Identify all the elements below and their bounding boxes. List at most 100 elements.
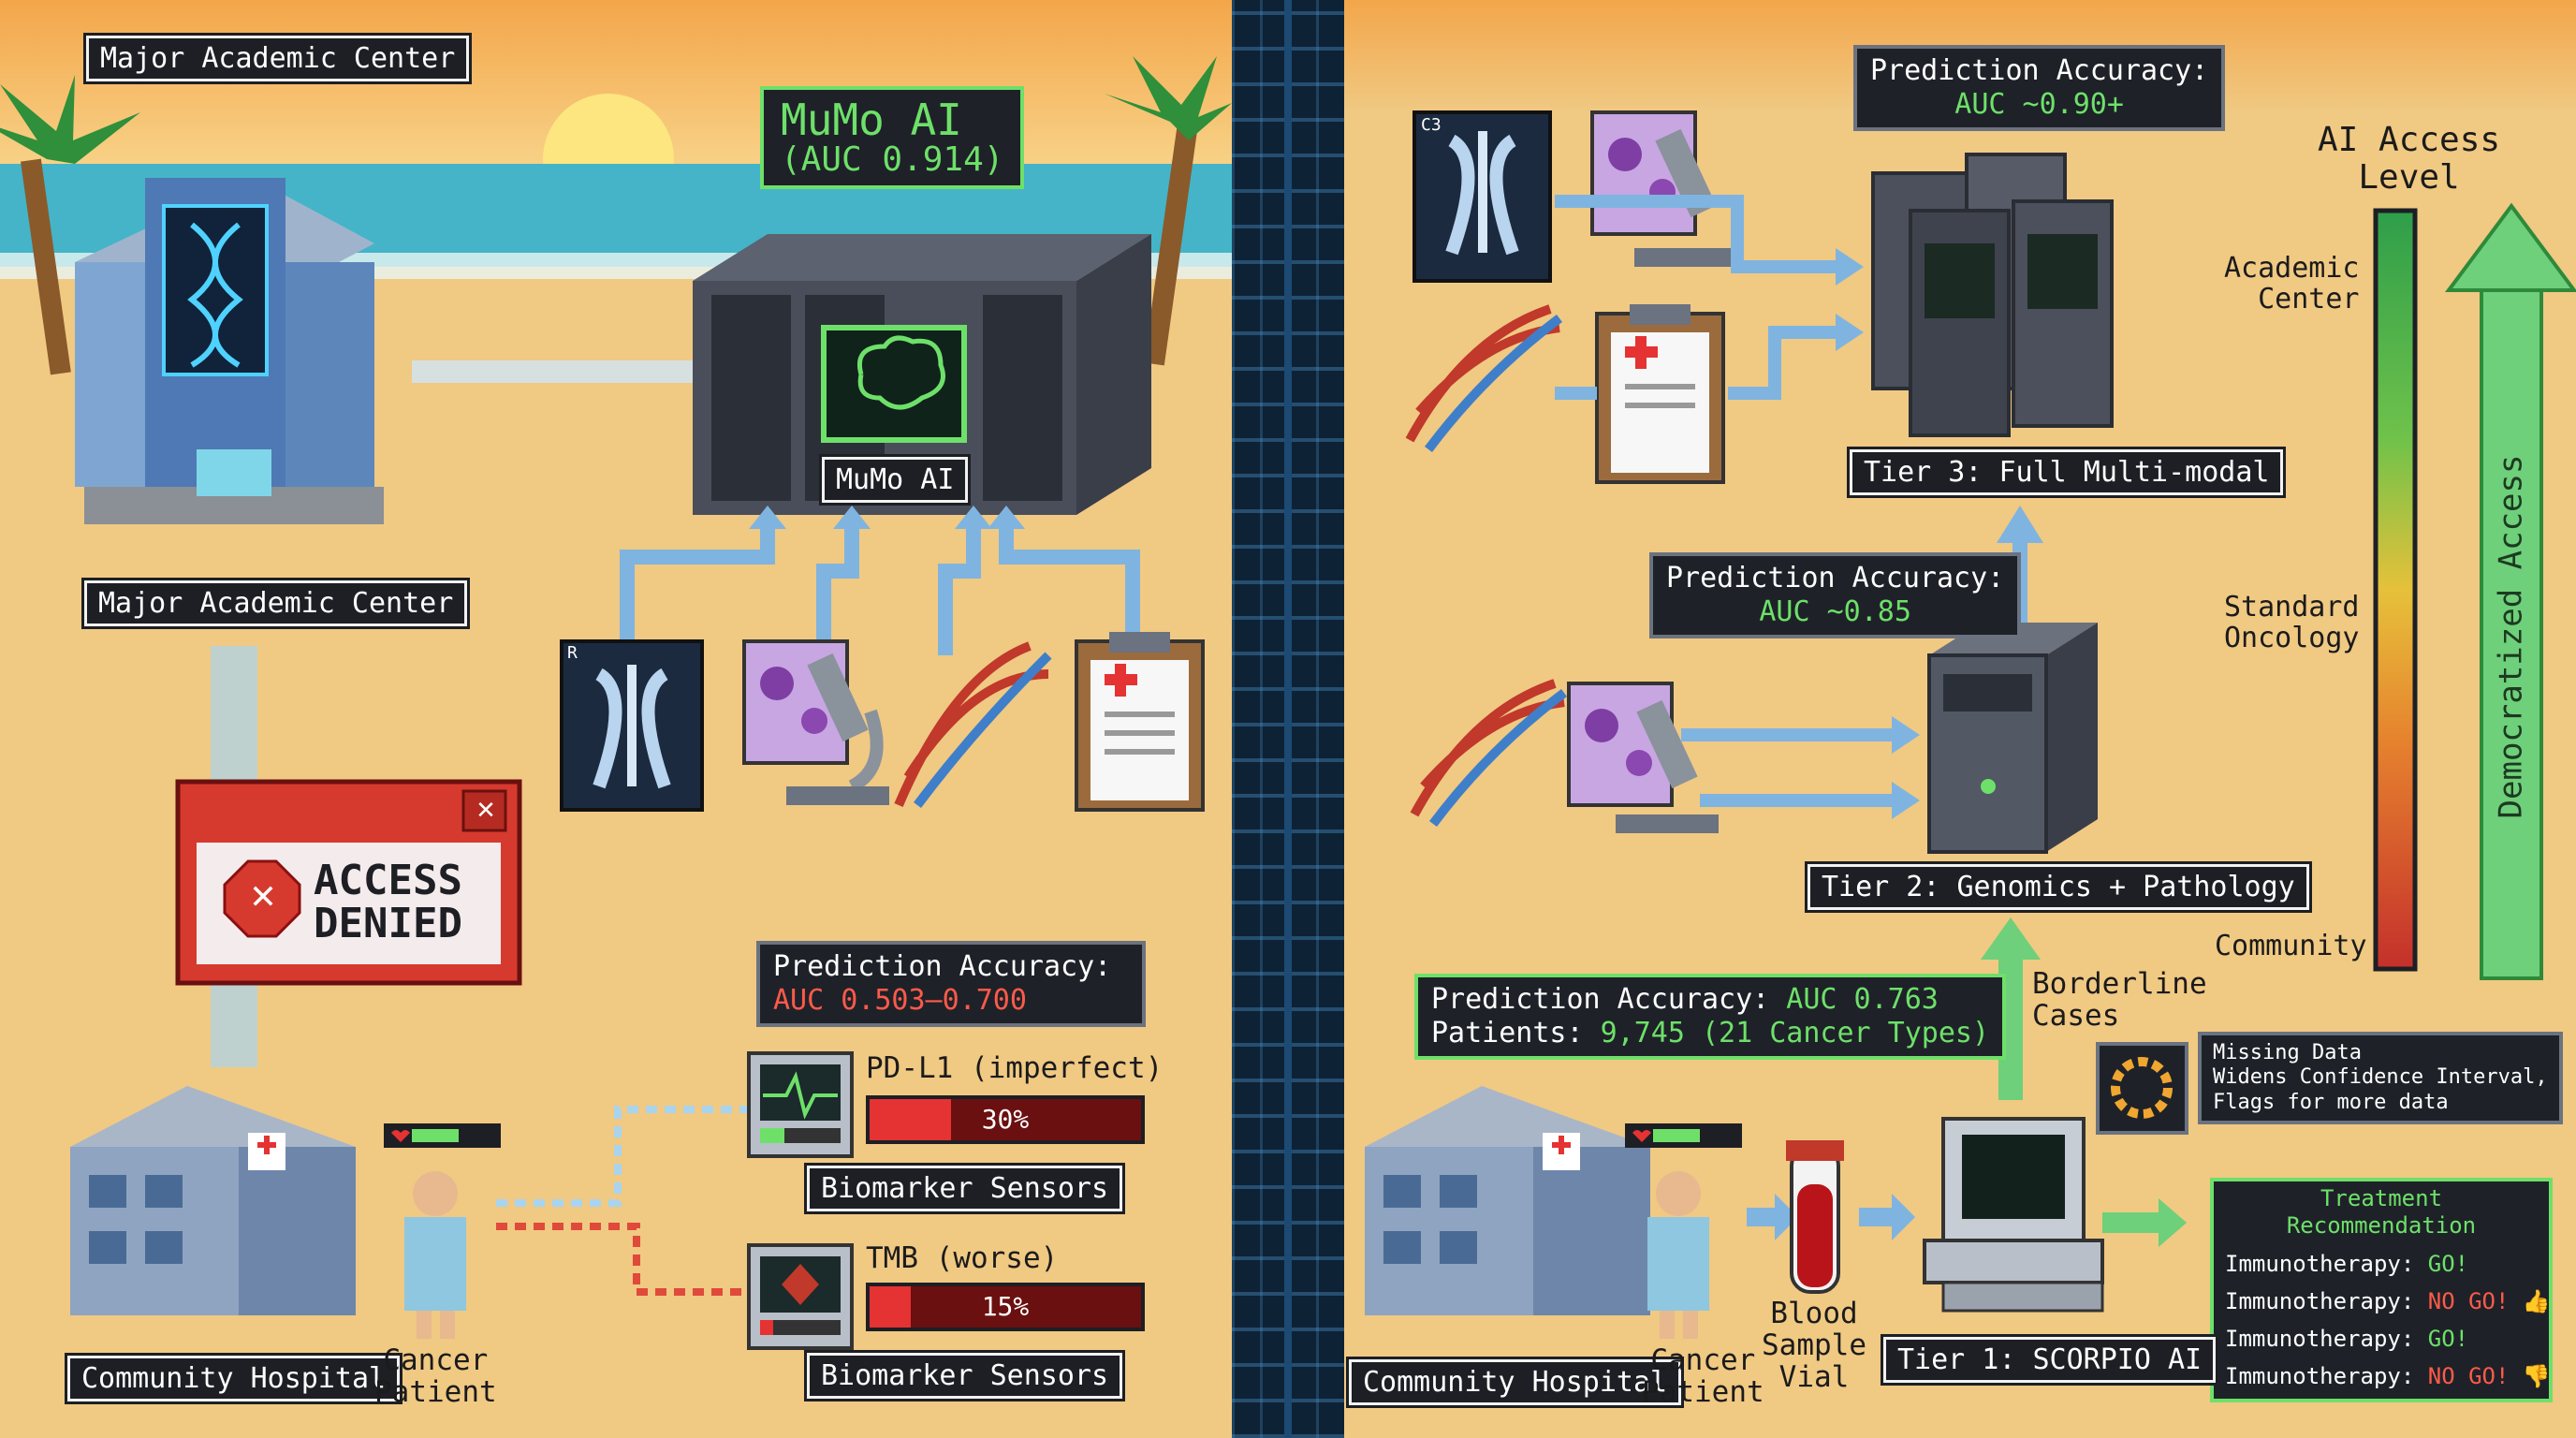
- borderline-cases-label: Borderline Cases: [2032, 968, 2207, 1032]
- pdl1-bar: 30%: [866, 1095, 1145, 1144]
- gear-icon: [2096, 1042, 2188, 1135]
- treatment-item: Immunotherapy: GO!: [2225, 1320, 2538, 1357]
- arrowheads: [1981, 917, 2041, 960]
- treatment-prefix: Immunotherapy:: [2225, 1325, 2428, 1352]
- circuit-divider: [1232, 0, 1344, 1438]
- clipboard-icon: [1595, 304, 1725, 484]
- arrowheads: [749, 506, 1025, 529]
- treatment-list: Immunotherapy: GO! Immunotherapy: NO GO!…: [2225, 1245, 2551, 1395]
- microscope-icon: [786, 653, 889, 805]
- access-line-1: ACCESS: [314, 857, 462, 904]
- clipboard-icon: [1075, 632, 1205, 812]
- tier1-accuracy-box: Prediction Accuracy: AUC 0.763 Patients:…: [1414, 974, 2007, 1060]
- xray-icon: [1412, 110, 1552, 283]
- patient-label-line-1: Cancer: [383, 1343, 489, 1377]
- pdl1-percent: 30%: [981, 1104, 1030, 1135]
- treatment-status: NO GO!: [2427, 1362, 2510, 1389]
- treatment-item: Immunotherapy: NO GO! 👍: [2225, 1283, 2551, 1320]
- flow-arrows: [1747, 1194, 1915, 1240]
- democratized-access-label: Democratized Access: [2492, 454, 2530, 819]
- community-hospital-icon: [1365, 1086, 1650, 1315]
- pdl1-title: PD-L1 (imperfect): [866, 1051, 1164, 1085]
- arrowheads: [1997, 506, 2043, 543]
- dna-icon: [1410, 679, 1568, 828]
- tier1-patients-value: 9,745 (21 Cancer Types): [1600, 1017, 1990, 1049]
- tier3-accuracy-label: Prediction Accuracy:: [1870, 54, 2209, 87]
- tier1-accuracy-label: Prediction Accuracy:: [1431, 983, 1787, 1016]
- patient-label-line-2: Patient: [374, 1375, 497, 1410]
- thumbs-up-icon: 👍: [2522, 1287, 2551, 1314]
- accuracy-label: Prediction Accuracy:: [773, 950, 1112, 983]
- level-standard-line-2: Oncology: [2224, 622, 2360, 654]
- desktop-computer-icon: [1923, 1117, 2104, 1313]
- borderline-line-1: Borderline: [2032, 967, 2207, 1001]
- blood-vial-label: Blood Sample Vial: [1762, 1298, 1866, 1393]
- tmb-bar-fill: [870, 1286, 911, 1328]
- level-academic-line-2: Center: [2258, 283, 2360, 315]
- tier1-accuracy-value: AUC 0.763: [1786, 983, 1939, 1016]
- access-level-scale: [2373, 208, 2418, 972]
- tmb-sensor-label: Biomarker Sensors: [807, 1353, 1123, 1399]
- server-label: MuMo AI: [822, 457, 969, 503]
- community-hospital-label: Community Hospital: [67, 1356, 401, 1401]
- palm-tree-icon: [1105, 56, 1232, 366]
- arrowheads: [1892, 716, 1920, 819]
- close-icon[interactable]: ✕: [476, 790, 495, 826]
- blood-vial-icon: [1786, 1140, 1844, 1294]
- tier1-accuracy-line: Prediction Accuracy: AUC 0.763: [1431, 983, 1989, 1017]
- xray-icon: [560, 639, 704, 812]
- tier1-label: Tier 1: SCORPIO AI: [1883, 1337, 2217, 1383]
- tmb-sensor-icon: [747, 1243, 854, 1350]
- left-panel: Major Academic Center MuMo AI (AUC 0.914…: [0, 0, 1232, 1438]
- level-standard: Standard Oncology: [2224, 592, 2360, 653]
- tmb-bar: 15%: [866, 1283, 1145, 1331]
- microscope-icon: [1616, 699, 1719, 833]
- xray-tag: R: [567, 643, 578, 663]
- community-hospital-icon: [70, 1086, 356, 1315]
- health-bar-icon: [384, 1123, 501, 1148]
- thumbs-down-icon: 👎: [2522, 1362, 2551, 1389]
- missing-data-line-1: Widens Confidence Interval,: [2213, 1065, 2548, 1090]
- patient-label-line-1: Cancer: [1650, 1343, 1756, 1377]
- access-denied-window: [175, 779, 522, 986]
- tower-server-icon: [1927, 623, 2098, 854]
- level-academic-line-1: Academic: [2224, 252, 2360, 285]
- treatment-status: GO!: [2427, 1250, 2469, 1277]
- level-standard-line-1: Standard: [2224, 591, 2360, 624]
- borderline-line-2: Cases: [2032, 999, 2120, 1034]
- tmb-percent: 15%: [981, 1291, 1030, 1322]
- missing-data-box: Missing Data Widens Confidence Interval,…: [2198, 1032, 2563, 1125]
- treatment-prefix: Immunotherapy:: [2225, 1287, 2428, 1314]
- tier2-accuracy-value: AUC ~0.85: [1759, 595, 1911, 628]
- tier3-arrows: [1555, 195, 1840, 400]
- tier1-patients-label: Patients:: [1431, 1017, 1601, 1049]
- tier3-label: Tier 3: Full Multi-modal: [1850, 449, 2284, 495]
- level-academic: Academic Center: [2224, 253, 2360, 315]
- tier1-patients-line: Patients: 9,745 (21 Cancer Types): [1431, 1017, 1989, 1050]
- pdl1-sensor-label: Biomarker Sensors: [807, 1166, 1123, 1211]
- left-accuracy-box: Prediction Accuracy: AUC 0.503–0.700: [756, 941, 1146, 1027]
- treatment-prefix: Immunotherapy:: [2225, 1250, 2428, 1277]
- left-scene: [0, 0, 1232, 1438]
- xray-tag: C3: [1421, 115, 1442, 135]
- patient-label: Cancer Patient: [1642, 1344, 1764, 1408]
- dna-icon: [894, 641, 1052, 809]
- input-arrows: [620, 524, 1140, 655]
- vial-label-line-3: Vial: [1778, 1360, 1850, 1395]
- democratized-access-arrow: [2445, 202, 2576, 980]
- tmb-title: TMB (worse): [866, 1241, 1059, 1275]
- mumo-ai-auc: (AUC 0.914): [781, 140, 1004, 180]
- treatment-item: Immunotherapy: NO GO! 👎: [2225, 1357, 2551, 1395]
- treatment-title: Treatment Recommendation: [2286, 1185, 2477, 1239]
- mumo-ai-box: MuMo AI (AUC 0.914): [760, 86, 1025, 190]
- missing-data-title: Missing Data: [2213, 1041, 2362, 1064]
- health-bar-icon: [1625, 1123, 1742, 1148]
- pdl1-sensor-icon: [747, 1051, 854, 1158]
- vial-label-line-1: Blood: [1770, 1297, 1858, 1330]
- level-community: Community: [2215, 930, 2367, 962]
- mumo-ai-name: MuMo AI: [781, 95, 962, 145]
- right-panel: Prediction Accuracy: AUC ~0.90+ Tier 3: …: [1344, 0, 2576, 1438]
- tier2-arrows: [1681, 728, 1896, 807]
- patient-label-line-2: Patient: [1642, 1375, 1764, 1410]
- academic-center-label: Major Academic Center: [84, 580, 468, 626]
